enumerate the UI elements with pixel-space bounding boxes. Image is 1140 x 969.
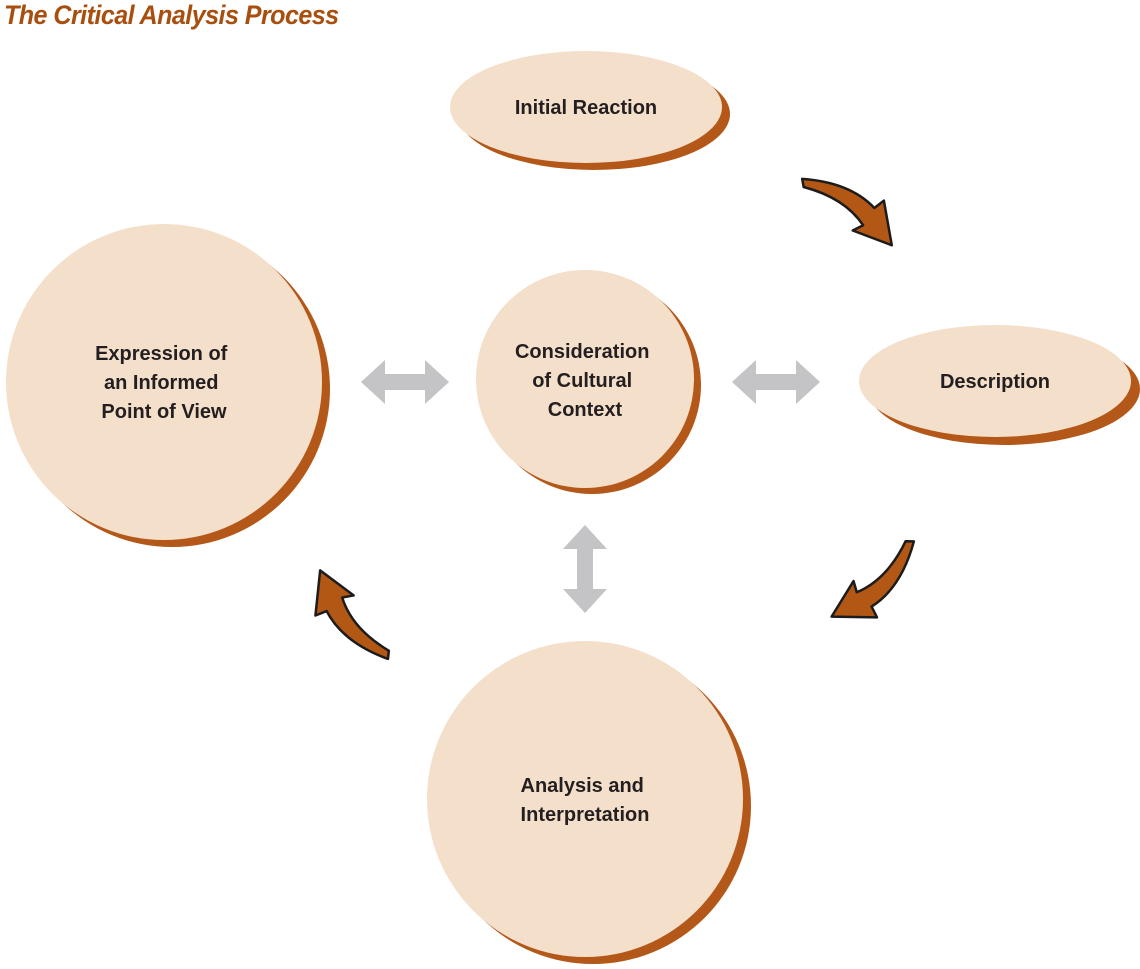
node-initial-reaction-label: Initial Reaction — [515, 97, 657, 119]
node-expression-shape — [6, 224, 322, 540]
svg-text:Initial Reaction: Initial Reaction — [515, 97, 657, 119]
node-expression: Expression of an Informed Point of View — [6, 224, 330, 547]
node-description: Description — [859, 325, 1140, 445]
node-consideration: Consideration of Cultural Context — [476, 270, 701, 494]
diagram-title: The Critical Analysis Process — [4, 0, 339, 30]
double-arrow-icon — [563, 525, 607, 613]
curved-arrow-icon — [298, 569, 410, 661]
node-initial-reaction: Initial Reaction — [450, 51, 730, 170]
svg-text:Analysis and Interpretat: Analysis and Interpretation — [521, 775, 650, 826]
node-analysis-line-1: Analysis and — [521, 775, 644, 797]
curved-arrow-icon — [830, 524, 916, 634]
svg-text:Consideration of Cultura: Consideration of Cultural Context — [515, 341, 655, 421]
node-description-shape — [859, 325, 1131, 437]
node-consideration-line-2: of Cultural — [532, 370, 632, 392]
node-initial-reaction-shape — [450, 51, 722, 163]
node-expression-line-2: an Informed — [104, 372, 218, 394]
node-expression-line-1: Expression of — [95, 343, 228, 365]
node-analysis-line-2: Interpretation — [521, 804, 650, 826]
double-arrow-icon — [732, 360, 820, 404]
curved-arrow-icon — [796, 177, 898, 247]
svg-text:Expression of an Informe: Expression of an Informed Point of View — [95, 343, 233, 423]
svg-text:Description: Description — [940, 371, 1050, 393]
node-description-label: Description — [940, 371, 1050, 393]
node-consideration-line-3: Context — [548, 399, 623, 421]
node-consideration-shape — [476, 270, 694, 488]
double-arrow-icon — [361, 360, 449, 404]
node-consideration-line-1: Consideration — [515, 341, 649, 363]
node-expression-line-3: Point of View — [101, 401, 227, 423]
node-analysis: Analysis and Interpretation — [427, 641, 751, 964]
node-analysis-shape — [427, 641, 743, 957]
